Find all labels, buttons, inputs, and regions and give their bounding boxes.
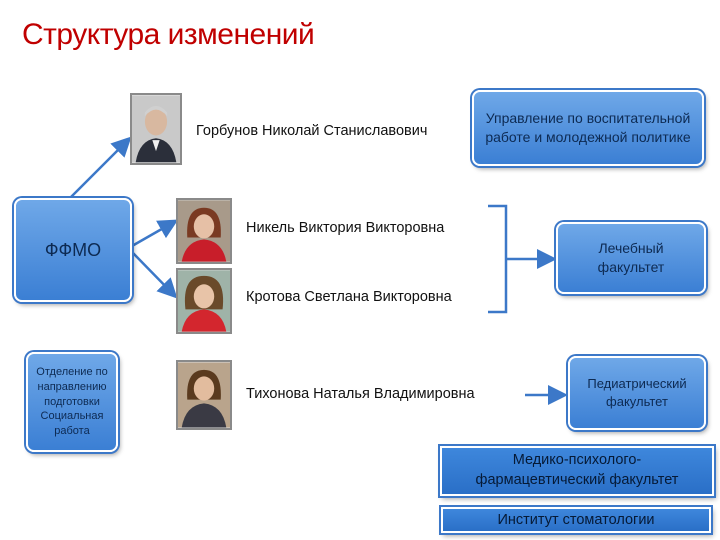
arrow-ffmo-krotova — [131, 251, 178, 299]
name-nikel: Никель Виктория Викторовна — [246, 220, 445, 236]
bracket — [488, 204, 508, 314]
ffmo-label: ФФМО — [44, 239, 102, 260]
name-gorbunov: Горбунов Николай Станиславович — [196, 123, 428, 139]
arrow-ffmo-gorbunov — [69, 136, 132, 199]
photo-tikhonova — [176, 360, 232, 430]
medical-faculty-box: Лечебный факультет — [556, 222, 706, 294]
pediatric-faculty-label: Педиатрический факультет — [587, 376, 687, 409]
medpsych-faculty-box: Медико-психолого-фармацевтический факуль… — [440, 446, 714, 496]
medical-faculty-label: Лечебный факультет — [597, 240, 665, 275]
dentistry-institute-label: Институт стоматологии — [497, 512, 655, 528]
portrait-woman-icon — [178, 270, 230, 332]
dentistry-institute-box: Институт стоматологии — [441, 507, 711, 533]
page-title: Структура изменений — [22, 18, 315, 51]
photo-krotova — [176, 268, 232, 334]
portrait-woman-icon — [178, 362, 230, 428]
name-tikhonova: Тихонова Наталья Владимировна — [246, 386, 475, 402]
photo-gorbunov — [130, 93, 182, 165]
arrow-ffmo-nikel — [131, 219, 179, 248]
portrait-woman-icon — [178, 200, 230, 262]
management-box: Управление по воспитательной работе и мо… — [472, 90, 704, 166]
management-label: Управление по воспитательной работе и мо… — [485, 110, 691, 145]
pediatric-faculty-box: Педиатрический факультет — [568, 356, 706, 430]
department-label: Отделение по направлению подготовки Соци… — [36, 365, 108, 438]
portrait-man-icon — [132, 95, 180, 163]
name-krotova: Кротова Светлана Викторовна — [246, 289, 452, 305]
department-box: Отделение по направлению подготовки Соци… — [26, 352, 118, 452]
ffmo-box: ФФМО — [14, 198, 132, 302]
medpsych-faculty-label: Медико-психолого-фармацевтический факуль… — [475, 452, 679, 488]
photo-nikel — [176, 198, 232, 264]
